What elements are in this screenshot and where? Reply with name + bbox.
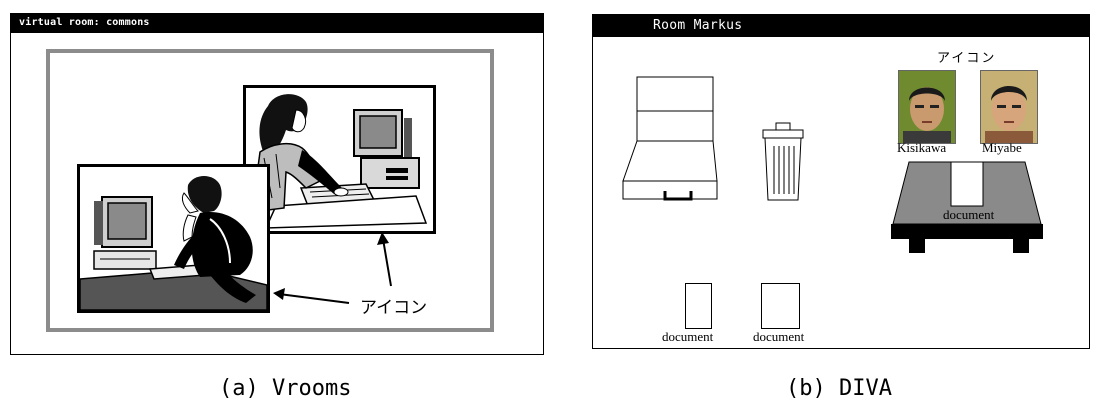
diva-window-title: Room Markus [653, 18, 742, 33]
document-icon[interactable] [761, 283, 800, 329]
icon-annotation-label: アイコン [360, 293, 427, 318]
user-photo-kisikawa[interactable] [898, 70, 956, 144]
table-document-label: document [943, 207, 994, 223]
briefcase-icon[interactable] [621, 75, 719, 207]
icons-heading: アイコン [937, 47, 996, 66]
trash-can-icon[interactable] [761, 122, 805, 202]
user-photo-miyabe[interactable] [980, 70, 1038, 144]
user-photo-icon [981, 71, 1037, 143]
user-photo-icon [899, 71, 955, 143]
user-name-miyabe: Miyabe [982, 140, 1022, 156]
diva-titlebar[interactable]: Room Markus [593, 15, 1089, 37]
document-label: document [662, 329, 713, 345]
caption-vrooms: (a) Vrooms [219, 376, 351, 401]
caption-diva: (b) DIVA [786, 376, 892, 401]
annotation-arrows [11, 14, 543, 354]
diva-window: Room Markus アイコン Kisikawa [592, 14, 1090, 349]
user-name-kisikawa: Kisikawa [897, 140, 946, 156]
document-icon[interactable] [685, 283, 712, 329]
document-label: document [753, 329, 804, 345]
vrooms-window: virtual room: commons [10, 13, 544, 355]
